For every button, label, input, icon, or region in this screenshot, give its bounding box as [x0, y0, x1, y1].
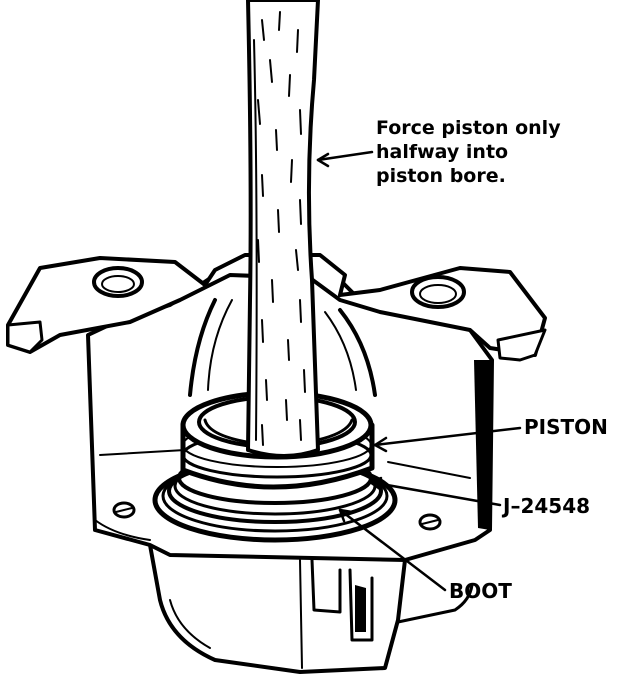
bolt-right — [418, 513, 442, 531]
rod-left-highlight — [253, 39, 258, 441]
leader-boot — [338, 508, 447, 592]
arrow-tool — [368, 476, 383, 491]
leader-lines — [316, 150, 522, 592]
housing-inner-rib — [299, 559, 303, 669]
body-lower-left-edge — [94, 519, 151, 541]
housing-lower-right-wall — [396, 583, 474, 624]
rod-texture — [257, 11, 306, 446]
flange-hole-left-inner — [101, 275, 135, 293]
housing-left-curve — [169, 599, 211, 649]
flange-hole-right-inner — [419, 284, 457, 304]
tool-label: J–24548 — [503, 494, 591, 518]
bore-neck-right — [338, 308, 377, 397]
leader-note — [316, 150, 374, 162]
piston-label: PISTON — [524, 415, 608, 439]
note-line-2: halfway into — [376, 141, 509, 163]
bolt-left — [112, 501, 136, 519]
body-right-line — [387, 461, 471, 479]
bore-neck-inner-right — [324, 311, 357, 391]
flange-right-lug — [496, 328, 547, 362]
body-right-shadow — [474, 360, 492, 530]
body-center-line — [99, 449, 186, 456]
press-rod — [246, 0, 320, 458]
arrow-note — [316, 152, 330, 168]
note-line-3: piston bore. — [376, 165, 506, 187]
note-line-1: Force piston only — [376, 117, 561, 139]
leader-piston — [373, 426, 522, 447]
housing-slot-left — [310, 558, 342, 614]
arrow-boot — [338, 508, 354, 523]
flange-left-lug — [6, 320, 44, 354]
arrow-piston — [373, 436, 388, 453]
boot-label: BOOT — [449, 579, 512, 603]
housing-shade — [355, 585, 366, 632]
bore-neck-left — [188, 298, 217, 397]
bore-neck-inner-left — [207, 299, 233, 391]
leader-tool — [368, 480, 502, 507]
instruction-note: Force piston only halfway into piston bo… — [376, 116, 561, 188]
